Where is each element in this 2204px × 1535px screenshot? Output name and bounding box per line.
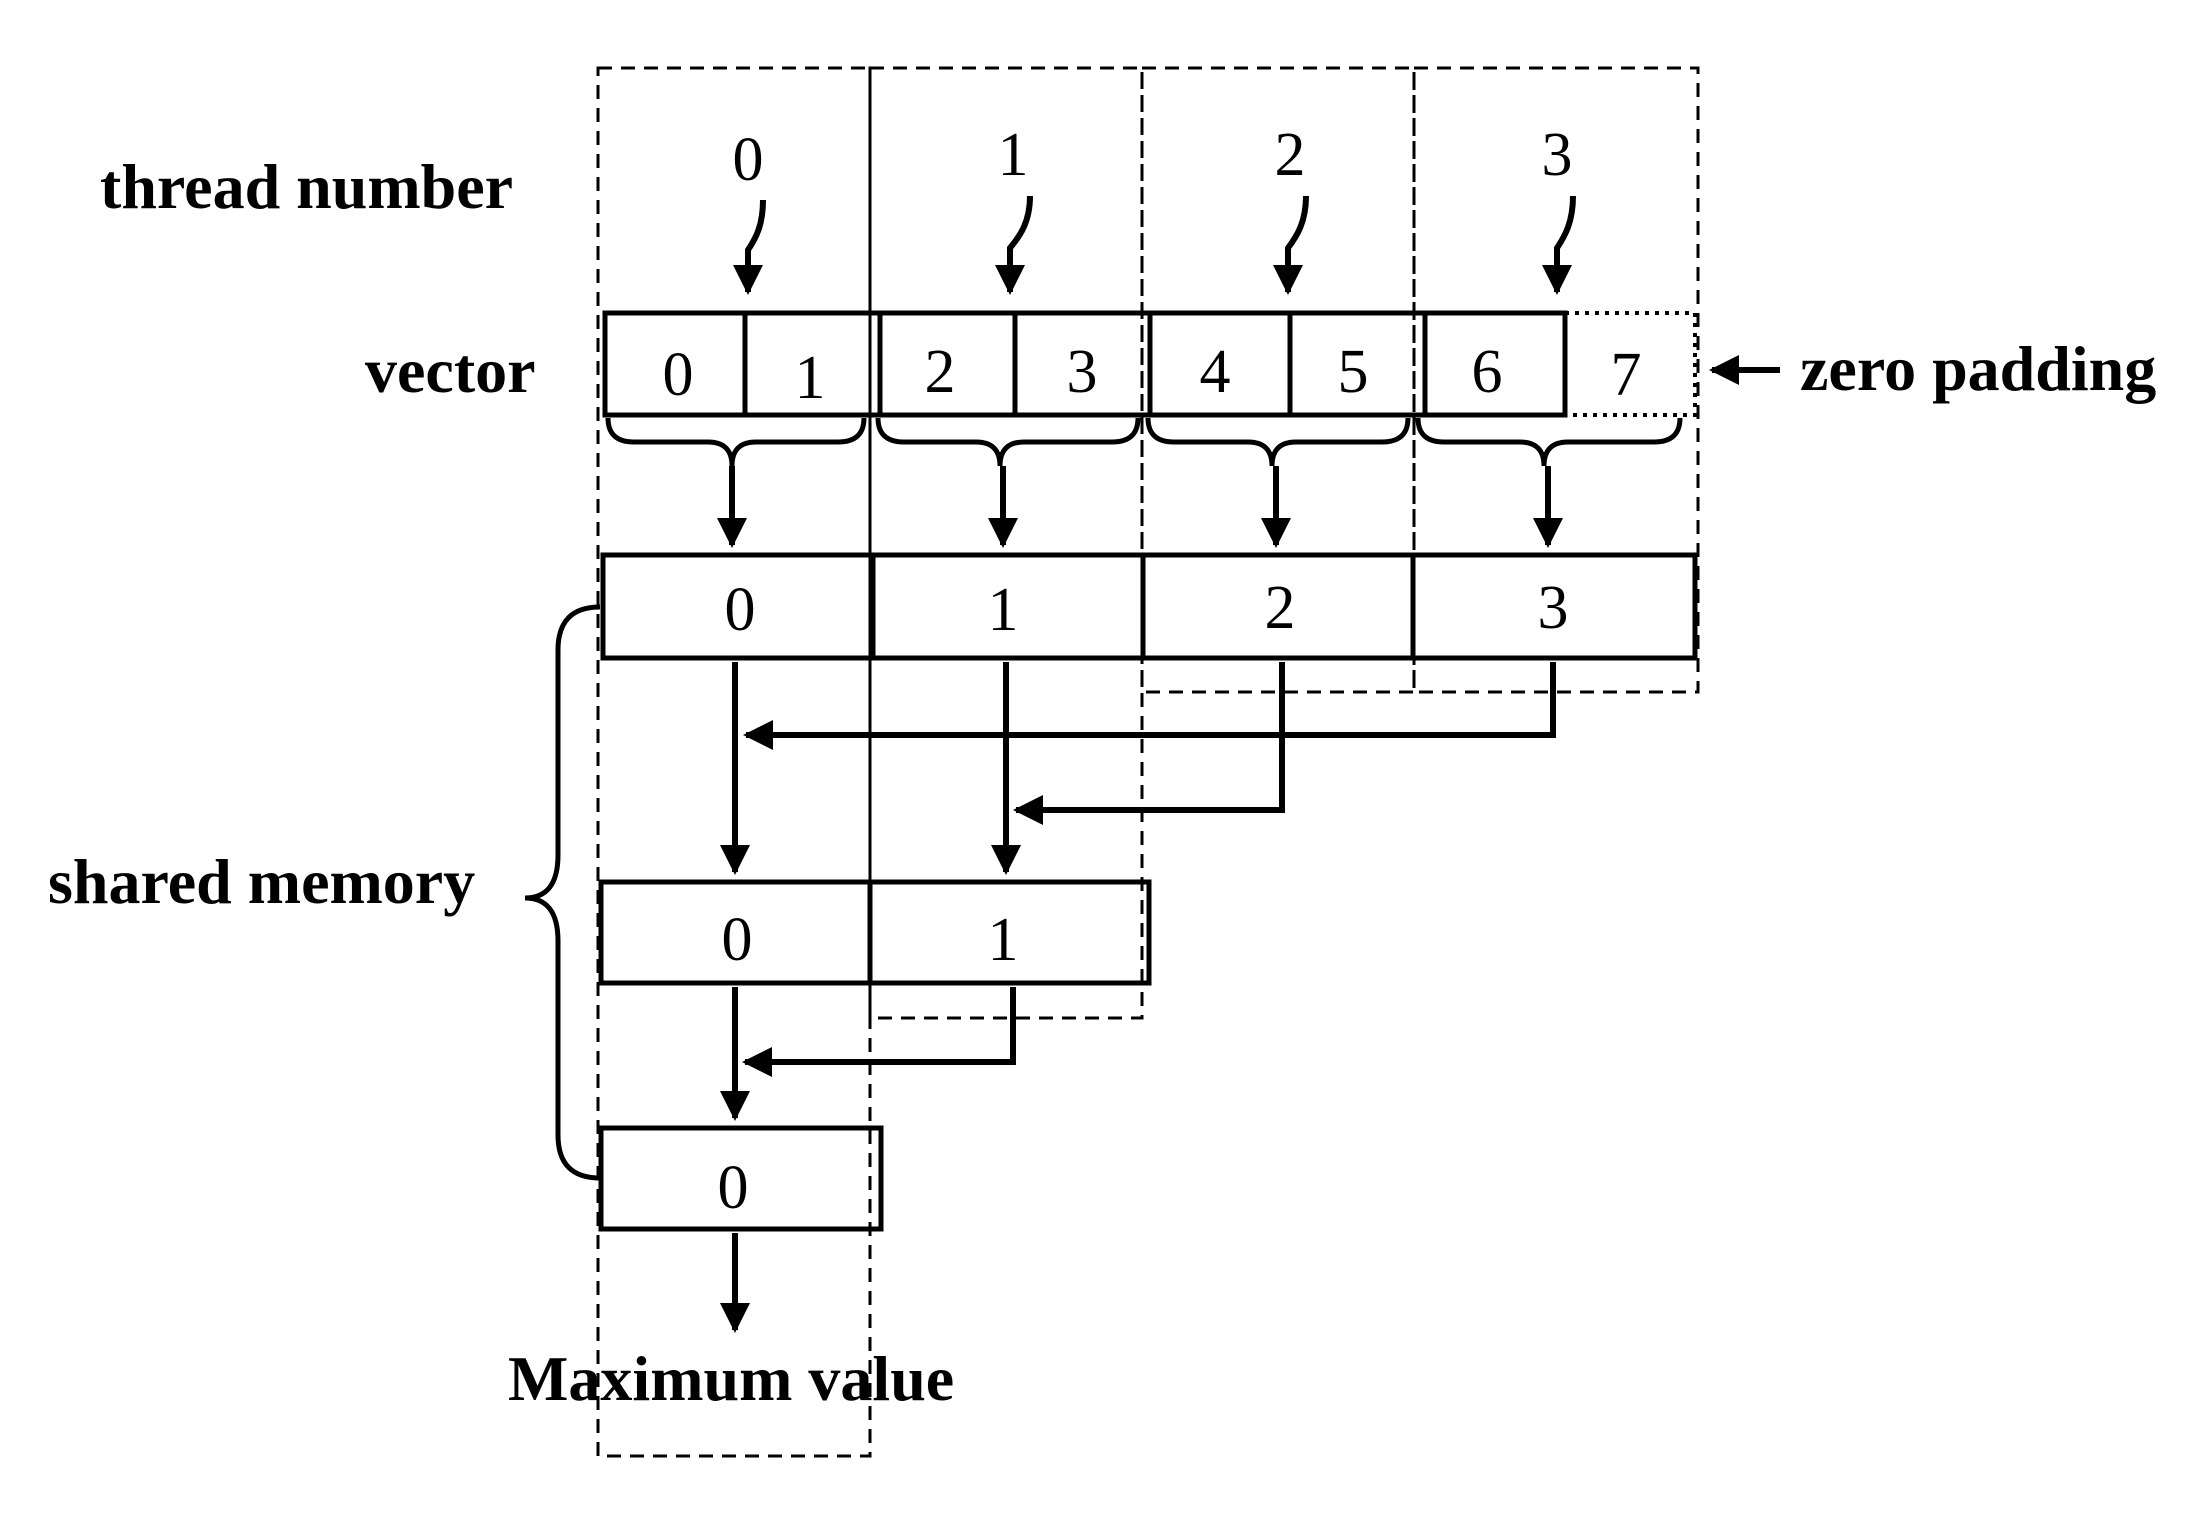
shared-level-1-cell-3: 3 [1538,574,1569,642]
merge-arrow-2-to-1 [1013,662,1285,825]
shared-level-1-bar [600,552,1698,661]
thread-number-label: thread number [100,151,513,222]
maximum-value-label: Maximum value [508,1343,954,1414]
shared-memory-brace [524,604,601,1181]
vector-cell-7: 7 [1611,341,1642,409]
pair-brace-3 [1415,417,1683,467]
shared-level-2-cell-1: 1 [988,906,1019,974]
thread-number-0: 0 [733,126,764,194]
shared-level-3-bar [598,1125,884,1232]
thread-pointer-arrow-2 [1273,195,1309,295]
merge-arrow-1-to-0 [742,987,1016,1077]
shared-level-1-cell-0: 0 [725,576,756,644]
shared-level-2-cell-0: 0 [722,906,753,974]
thread-pointer-arrow-3 [1542,195,1576,295]
vector-cell-1: 1 [795,344,826,412]
vector-label: vector [365,335,536,406]
vector-cell-6: 6 [1472,338,1503,406]
shared-level-3-cell-0: 0 [718,1154,749,1222]
shared-level-1-cell-1: 1 [988,576,1019,644]
thread-pointer-arrow-1 [995,195,1033,295]
merge-arrow-3-to-0 [743,662,1556,750]
zero-padding-label: zero padding [1800,333,2156,404]
pair-brace-1 [875,417,1141,467]
thread-number-1: 1 [998,121,1029,189]
vector-cell-2: 2 [925,338,956,406]
vector-cell-3: 3 [1067,338,1098,406]
thread-number-2: 2 [1275,121,1306,189]
pair-brace-0 [605,417,867,467]
thread-pointer-arrow-0 [733,199,766,295]
pair-brace-2 [1145,417,1411,467]
zero-padding-cell [1563,311,1697,417]
vector-cell-0: 0 [663,341,694,409]
shared-memory-label: shared memory [48,846,475,917]
thread-number-3: 3 [1542,121,1573,189]
thread-column-3 [1412,66,1700,694]
vector-cell-5: 5 [1338,338,1369,406]
shared-level-2-bar [598,879,1152,986]
vector-cell-4: 4 [1200,338,1231,406]
shared-level-1-cell-2: 2 [1265,574,1296,642]
